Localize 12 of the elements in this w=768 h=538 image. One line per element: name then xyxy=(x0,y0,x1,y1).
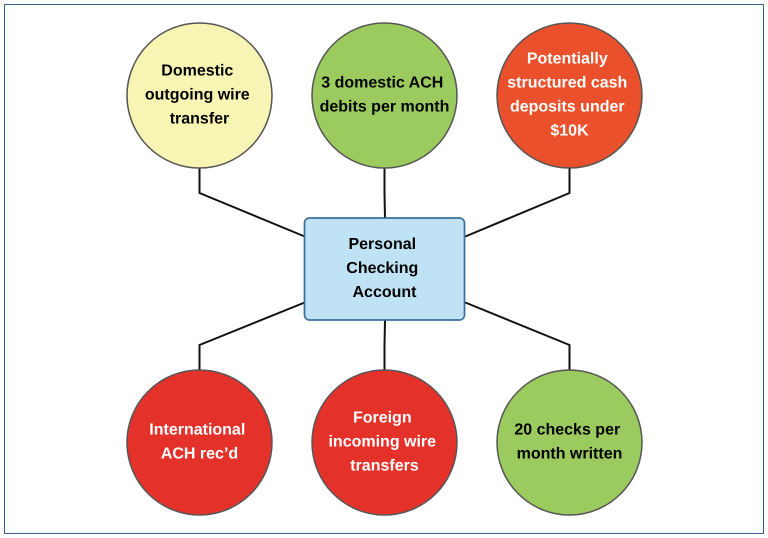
connector xyxy=(464,301,570,370)
connector xyxy=(383,320,386,370)
node-circle: International ACH rec’d xyxy=(126,369,272,516)
connector xyxy=(464,168,570,238)
connector xyxy=(383,168,386,219)
node-circle: 3 domestic ACH debits per month xyxy=(310,22,458,169)
node-circle: 20 checks per month written xyxy=(496,369,642,516)
connector xyxy=(198,301,305,370)
connector xyxy=(198,168,305,238)
node-circle: Domestic outgoing wire transfer xyxy=(126,22,272,169)
node-circle: Potentially structured cash deposits under $10K xyxy=(496,22,642,169)
node-circle: Foreign incoming wire transfers xyxy=(310,369,458,516)
